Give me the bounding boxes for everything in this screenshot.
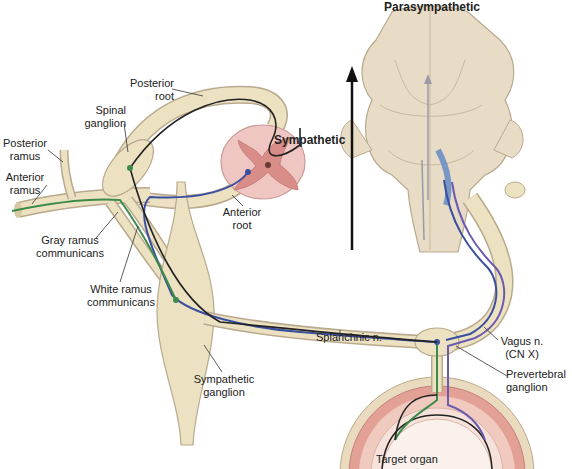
structure-label: Posterior ramus bbox=[0, 137, 50, 163]
direction-arrow-part bbox=[427, 80, 429, 200]
nerve-fibers-part bbox=[173, 297, 179, 303]
structure-label: Posterior root bbox=[118, 77, 174, 103]
direction-arrow bbox=[346, 66, 432, 250]
brainstem-part bbox=[388, 150, 474, 165]
nerve-fibers-part bbox=[395, 342, 437, 440]
nerve-fibers-part bbox=[144, 172, 437, 342]
nerve-fibers-part bbox=[127, 165, 133, 171]
vagus-nerve-part bbox=[505, 182, 525, 198]
brainstem-part bbox=[341, 120, 372, 158]
sympathetic-trunk bbox=[110, 182, 214, 445]
brainstem-part bbox=[494, 120, 523, 158]
leader-lines bbox=[32, 89, 507, 376]
direction-arrow-part bbox=[424, 74, 432, 84]
brainstem-part bbox=[395, 60, 465, 105]
leader-lines-part bbox=[172, 89, 203, 96]
section-heading: Parasympathetic bbox=[372, 1, 492, 14]
structure-label: Vagus n. (CN X) bbox=[496, 335, 548, 361]
leader-lines-part bbox=[204, 345, 222, 372]
leader-lines-part bbox=[120, 226, 138, 282]
structure-label: Gray ramus communicans bbox=[36, 234, 104, 260]
nerve-fibers-part bbox=[448, 182, 504, 440]
spinal-nerve-part bbox=[64, 150, 72, 198]
nerve-fibers-part bbox=[130, 99, 437, 440]
spinal-nerve-part bbox=[64, 150, 72, 198]
leader-lines-part bbox=[96, 212, 118, 238]
brainstem-part bbox=[380, 105, 482, 116]
structure-label: Anterior ramus bbox=[0, 171, 50, 197]
leader-lines-part bbox=[456, 346, 507, 376]
direction-arrow-part bbox=[346, 66, 358, 82]
target-organ-part bbox=[371, 408, 503, 469]
leader-lines-part bbox=[484, 327, 498, 340]
structure-label: Spinal ganglion bbox=[78, 104, 126, 130]
nerve-fibers bbox=[12, 99, 504, 440]
brainstem bbox=[341, 6, 523, 252]
nerve-fibers-part bbox=[245, 169, 251, 175]
direction-arrow-part bbox=[351, 80, 354, 250]
structure-label: Target organ bbox=[376, 453, 466, 466]
leader-lines-part bbox=[232, 195, 243, 206]
section-heading: Sympathetic bbox=[274, 134, 354, 147]
leader-lines-part bbox=[48, 150, 63, 162]
spinal-cord-part bbox=[265, 162, 271, 168]
spinal-nerve-part bbox=[93, 131, 163, 205]
structure-label: Sympathetic ganglion bbox=[190, 373, 258, 399]
target-organ-part bbox=[359, 396, 515, 469]
structure-label: Splanchnic n. bbox=[316, 331, 396, 344]
brainstem-part bbox=[430, 10, 431, 250]
structure-label: Anterior root bbox=[216, 206, 268, 232]
brainstem-part bbox=[422, 160, 424, 240]
structure-label: Prevertebral ganglion bbox=[506, 368, 572, 394]
structure-label: White ramus communicans bbox=[86, 283, 156, 309]
